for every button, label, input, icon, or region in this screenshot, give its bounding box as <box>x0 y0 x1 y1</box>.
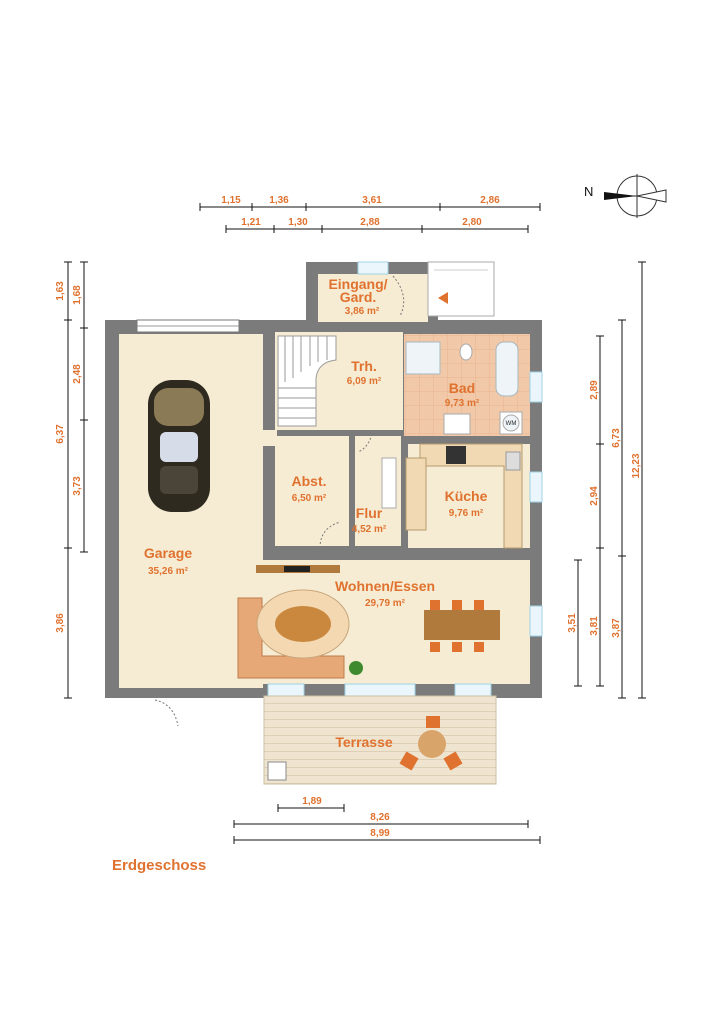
abstellraum-label: Abst. <box>292 473 327 489</box>
eingang-label-1: Eingang/ <box>328 276 387 292</box>
dim-left-outer-c: 3,86 <box>55 613 66 633</box>
room-labels: Eingang/ Gard. 3,86 m² Trh. 6,09 m² Bad … <box>144 276 488 750</box>
dimension-lines <box>64 203 646 844</box>
kitchen-counters <box>381 443 523 549</box>
car <box>148 380 210 512</box>
dim-top2-d: 2,80 <box>462 217 482 228</box>
entrance-porch <box>427 261 495 317</box>
dim-right-mid-a: 6,73 <box>611 428 622 448</box>
kueche-area: 9,76 m² <box>449 508 484 519</box>
flur-label: Flur <box>356 505 383 521</box>
dim-right-inner-a: 2,89 <box>589 380 600 400</box>
living-furniture <box>237 565 350 679</box>
treppenhaus-area: 6,09 m² <box>347 376 382 387</box>
kueche-label: Küche <box>445 488 488 504</box>
dim-left-outer-a: 1,63 <box>55 281 66 301</box>
door-swings <box>154 275 405 727</box>
dimension-labels: 1,15 1,36 3,61 2,86 1,21 1,30 2,88 2,80 … <box>55 195 642 839</box>
north-label: N <box>584 184 593 199</box>
wohnen-area: 29,79 m² <box>365 598 406 609</box>
bad-area: 9,73 m² <box>445 398 480 409</box>
abstellraum-area: 6,50 m² <box>292 493 327 504</box>
dining-set <box>424 600 500 652</box>
staircase <box>277 335 337 427</box>
dim-right-mid-b: 3,81 <box>589 616 600 636</box>
dim-top2-a: 1,21 <box>241 217 261 228</box>
dim-left-inner-c: 3,73 <box>72 476 83 496</box>
dim-left-outer-b: 6,37 <box>55 424 66 444</box>
dim-top1-d: 2,86 <box>480 195 500 206</box>
bathroom-fixtures: WM <box>405 341 523 435</box>
garage-label: Garage <box>144 545 192 561</box>
dim-right-inner-c: 3,51 <box>567 613 578 633</box>
dim-top2-b: 1,30 <box>288 217 308 228</box>
eingang-label-2: Gard. <box>340 289 377 305</box>
washer-label: WM <box>506 421 517 427</box>
dim-bottom-a: 1,89 <box>302 796 322 807</box>
dim-left-inner-a: 1,68 <box>72 285 83 305</box>
dim-bottom-b: 8,26 <box>370 812 390 823</box>
plan-title: Erdgeschoss <box>112 857 206 874</box>
dim-right-outer-a: 12,23 <box>631 453 642 478</box>
dim-left-inner-b: 2,48 <box>72 364 83 384</box>
terrace <box>263 695 497 785</box>
garage-area: 35,26 m² <box>148 566 189 577</box>
dim-right-inner-b: 2,94 <box>589 486 600 506</box>
dim-top1-a: 1,15 <box>221 195 241 206</box>
dim-right-outer-b: 3,87 <box>611 618 622 638</box>
dim-bottom-c: 8,99 <box>370 828 390 839</box>
dim-top1-c: 3,61 <box>362 195 382 206</box>
north-arrow: N <box>584 174 667 218</box>
wohnen-label: Wohnen/Essen <box>335 578 435 594</box>
dim-top2-c: 2,88 <box>360 217 380 228</box>
bad-label: Bad <box>449 380 475 396</box>
eingang-area: 3,86 m² <box>345 306 380 317</box>
flur-area: 4,52 m² <box>352 524 387 535</box>
treppenhaus-label: Trh. <box>351 358 377 374</box>
dim-top1-b: 1,36 <box>269 195 289 206</box>
terrasse-label: Terrasse <box>335 734 393 750</box>
